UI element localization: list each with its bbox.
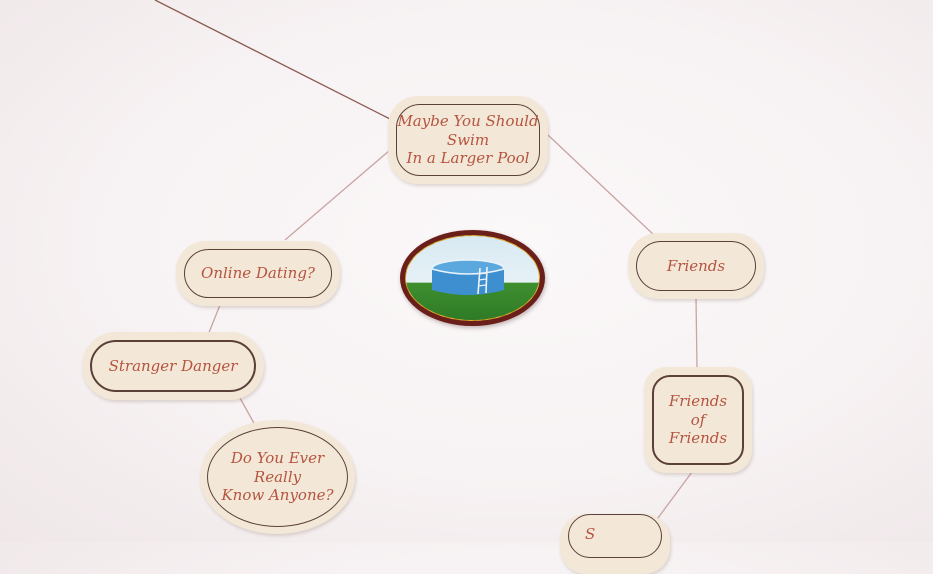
connector-online-dating-to-stranger — [207, 304, 221, 336]
card-stranger-danger-text: Stranger Danger — [108, 356, 238, 375]
card-bottom-partial: S — [560, 514, 670, 574]
card-know-anyone-text: Do You Ever Really Know Anyone? — [221, 448, 334, 505]
connector-top-left — [154, 0, 393, 121]
connector-pool-to-friends — [547, 134, 656, 237]
card-online-dating: Online Dating? — [176, 241, 340, 306]
card-stranger-danger: Stranger Danger — [82, 332, 264, 400]
card-friends-of-friends: Friends of Friends — [644, 367, 752, 473]
card-larger-pool-text: Maybe You Should Swim In a Larger Pool — [397, 111, 539, 168]
connector-lines — [154, 0, 698, 523]
card-friends-text: Friends — [666, 256, 726, 275]
card-online-dating-text: Online Dating? — [201, 264, 315, 283]
card-friends: Friends — [628, 233, 764, 299]
card-bottom-partial-text: S — [585, 525, 596, 543]
above-ground-pool-icon — [431, 259, 505, 295]
card-larger-pool: Maybe You Should Swim In a Larger Pool — [388, 96, 548, 184]
mind-map-wall: Maybe You Should Swim In a Larger Pool O… — [82, 0, 764, 574]
card-friends-of-friends-text: Friends of Friends — [668, 391, 728, 448]
connector-stranger-to-know-anyone — [239, 397, 256, 426]
pool-painting — [406, 236, 539, 320]
connector-friends-to-fof — [695, 297, 698, 369]
connector-fof-to-bottom — [654, 471, 693, 523]
connector-pool-to-online-dating — [284, 149, 391, 241]
card-know-anyone: Do You Ever Really Know Anyone? — [200, 420, 355, 534]
pool-painting-frame — [400, 230, 545, 326]
